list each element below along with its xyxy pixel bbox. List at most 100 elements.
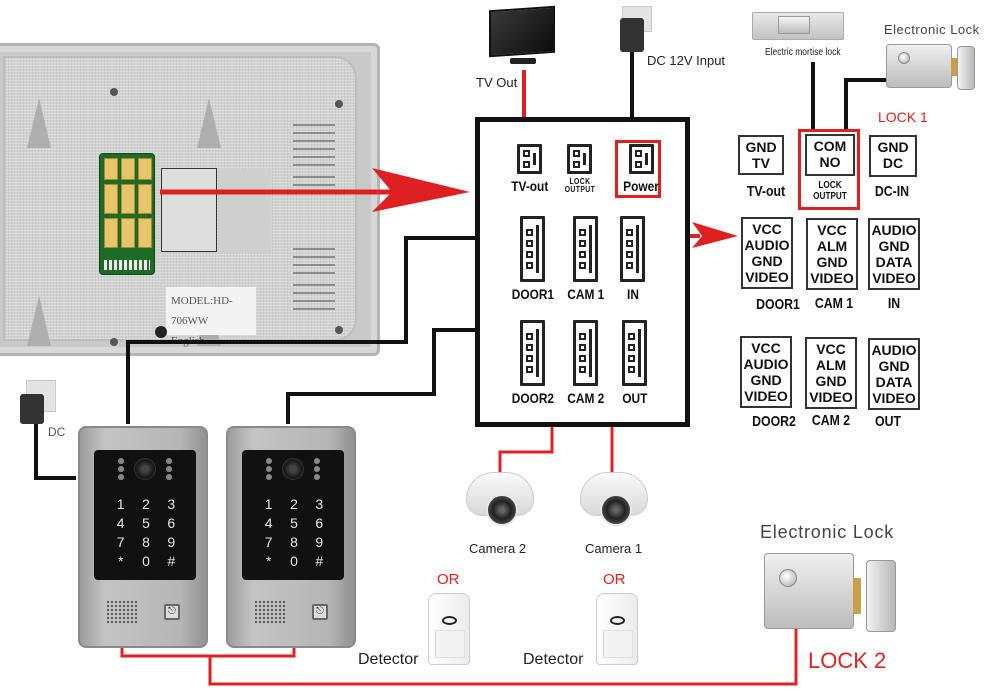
key[interactable]: 9: [315, 534, 324, 550]
key[interactable]: 4: [116, 515, 125, 531]
speaker-grille: [106, 600, 138, 624]
key[interactable]: 2: [142, 496, 150, 512]
key[interactable]: 2: [290, 496, 298, 512]
power-adapter-icon: [620, 18, 644, 52]
speaker-grille: [254, 600, 286, 624]
port-cam1: CAM 1: [564, 216, 608, 302]
camera-1-label: Camera 1: [585, 541, 643, 556]
key[interactable]: #: [167, 553, 176, 569]
key[interactable]: 6: [315, 515, 324, 531]
pinout-name: OUT: [875, 413, 901, 430]
door-station-1: 1 2 3 4 5 6 7 8 9 * 0 # ⎋: [78, 426, 208, 648]
lock-bolt: [951, 58, 957, 76]
keypad: 1 2 3 4 5 6 7 8 9 * 0 #: [108, 496, 184, 570]
key[interactable]: 8: [142, 534, 150, 550]
port-power: Power: [620, 144, 662, 194]
camera-2-label: Camera 2: [469, 541, 527, 556]
pinout-name: DC-IN: [874, 183, 910, 200]
tv-stand: [510, 58, 536, 64]
mount-hook: [27, 98, 51, 148]
port-out: OUT: [620, 320, 650, 406]
language-label: English: [171, 335, 205, 347]
port-label: Power: [623, 178, 659, 194]
port-label: DOOR1: [511, 286, 555, 302]
lock-output-highlight: [798, 129, 860, 210]
port-label: OUT: [622, 390, 648, 406]
key[interactable]: 1: [264, 496, 273, 512]
power-adapter-icon: [20, 394, 44, 424]
arrow-head-pinout: [692, 222, 738, 248]
port-label: CAM 2: [567, 390, 605, 406]
port-tv-out: TV-out: [508, 144, 552, 194]
screw: [110, 338, 118, 346]
key[interactable]: 8: [290, 534, 298, 550]
port-label: DOOR2: [511, 390, 555, 406]
dc-12v-input-label: DC 12V Input: [647, 53, 726, 68]
port-label: LOCK OUTPUT: [564, 177, 596, 194]
key[interactable]: 6: [167, 515, 176, 531]
key[interactable]: 3: [167, 496, 176, 512]
camera-1-icon: [578, 472, 650, 530]
key[interactable]: 3: [315, 496, 324, 512]
model-number: MODEL:HD-706WW: [171, 295, 233, 327]
key[interactable]: *: [117, 553, 124, 569]
port-lock-output: LOCK OUTPUT: [562, 144, 598, 194]
model-sticker: MODEL:HD-706WW English: [166, 287, 256, 347]
key[interactable]: 1: [116, 496, 125, 512]
lock1-label: LOCK 1: [878, 109, 928, 125]
detector-label: Detector: [523, 651, 584, 668]
station-front-panel: 1 2 3 4 5 6 7 8 9 * 0 #: [242, 450, 344, 580]
connector-pcb: [99, 153, 155, 275]
connector-panel: TV-out LOCK OUTPUT Power DOOR1 CAM 1 IN …: [475, 117, 690, 427]
bell-icon[interactable]: ⎋: [164, 604, 180, 620]
key[interactable]: 0: [290, 553, 298, 569]
key[interactable]: 4: [264, 515, 273, 531]
port-label: CAM 1: [567, 286, 605, 302]
key[interactable]: 5: [142, 515, 150, 531]
lock2-label: LOCK 2: [808, 648, 887, 673]
mount-hook: [197, 98, 221, 148]
key[interactable]: 7: [264, 534, 273, 550]
monitor-back-panel: MODEL:HD-706WW English: [0, 43, 380, 356]
key[interactable]: *: [265, 553, 272, 569]
connector-icon: [573, 320, 599, 386]
lock-keeper: [866, 560, 896, 632]
electric-mortise-lock-label: Electric mortise lock: [765, 47, 841, 58]
strike-core: [778, 16, 810, 34]
bell-icon[interactable]: ⎋: [312, 604, 328, 620]
electronic-lock-2-icon: [764, 553, 854, 629]
pinout-name: DOOR2: [752, 413, 796, 430]
port-door1: DOOR1: [508, 216, 558, 302]
port-in: IN: [620, 216, 645, 302]
ir-leds: [314, 458, 320, 480]
key[interactable]: 5: [290, 515, 298, 531]
tv-icon: [489, 5, 555, 58]
key[interactable]: 7: [116, 534, 125, 550]
port-label: TV-out: [511, 178, 549, 194]
pinout-name: CAM 1: [814, 295, 854, 312]
ir-leds: [166, 458, 172, 480]
tv-out-label: TV Out: [476, 75, 518, 90]
key[interactable]: 9: [167, 534, 176, 550]
station-front-panel: 1 2 3 4 5 6 7 8 9 * 0 #: [94, 450, 196, 580]
connector-icon: [628, 144, 654, 174]
key[interactable]: 0: [142, 553, 150, 569]
pinout-name: CAM 2: [811, 412, 851, 429]
mount-hole: [155, 326, 167, 338]
pinout-name: IN: [887, 295, 901, 312]
keypad: 1 2 3 4 5 6 7 8 9 * 0 #: [256, 496, 332, 570]
lock-keeper: [957, 46, 975, 90]
mount-hook: [27, 296, 51, 346]
lock-bolt: [853, 578, 861, 614]
connector-icon: [517, 144, 543, 174]
ir-leds: [118, 458, 124, 480]
port-label: IN: [626, 286, 639, 302]
key[interactable]: #: [315, 553, 324, 569]
